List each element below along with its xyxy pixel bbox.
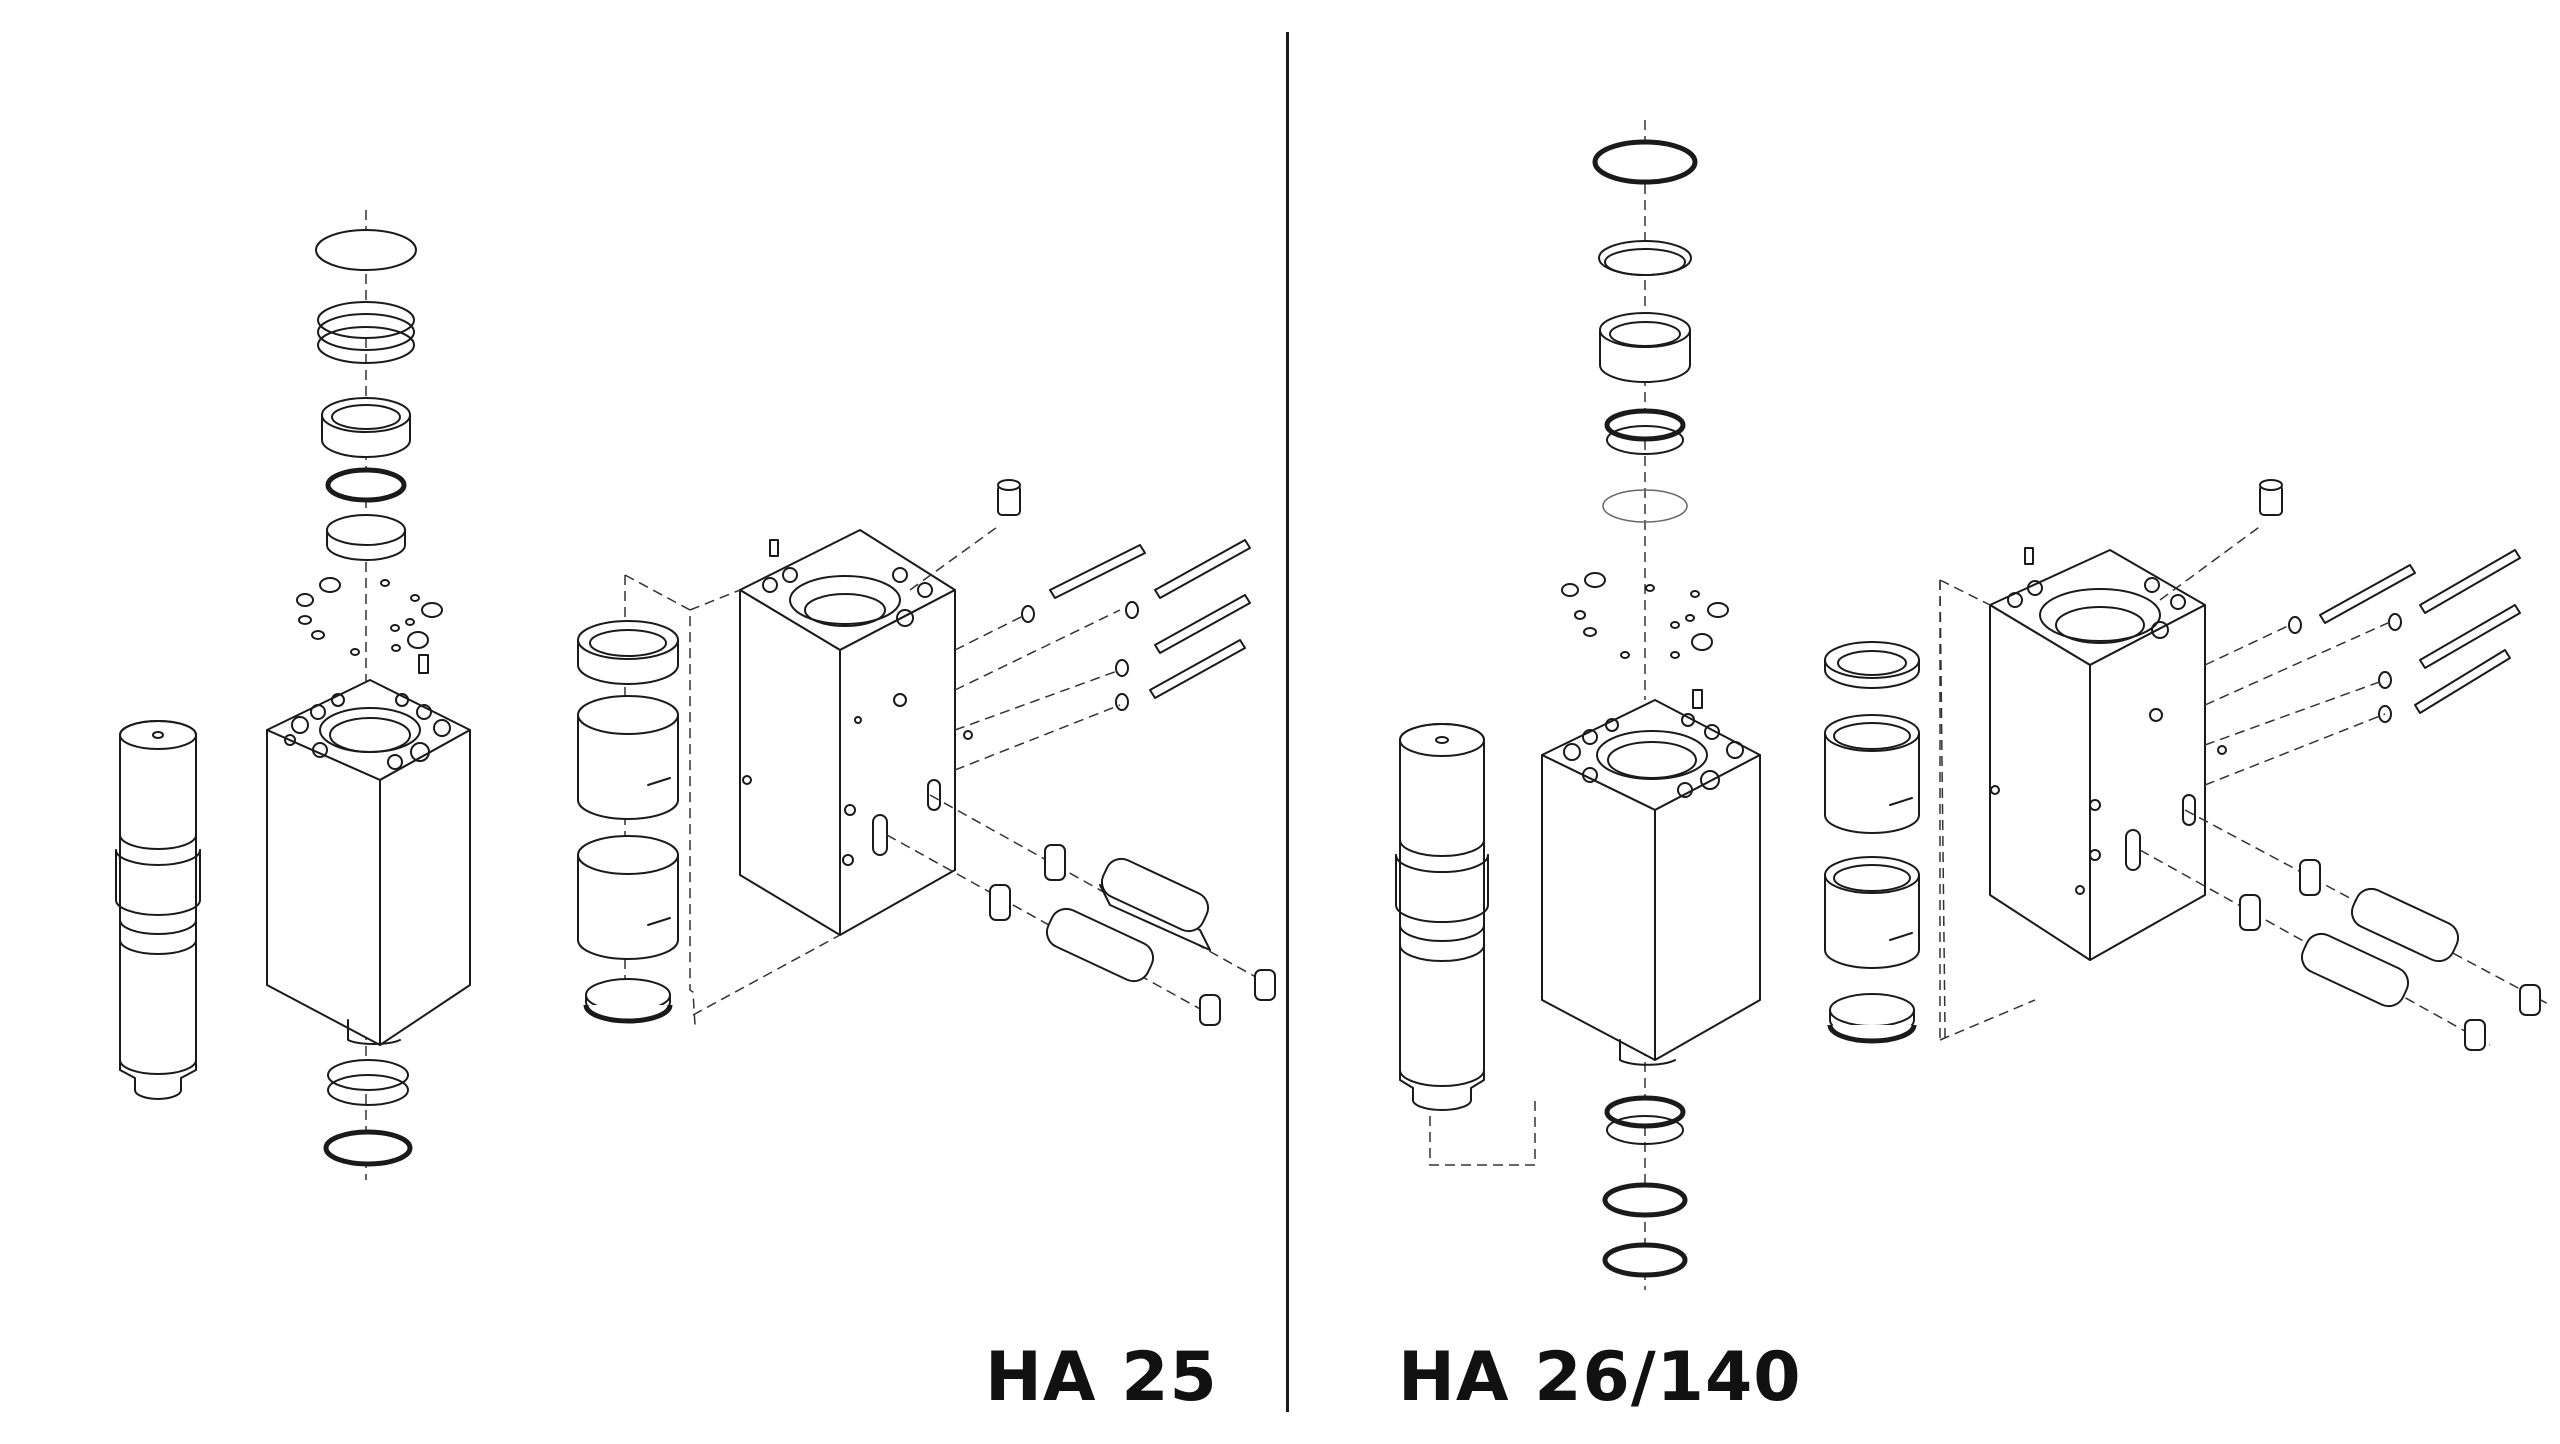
bolts [909, 479, 1251, 771]
sleeve-stack [577, 574, 696, 1026]
piston [115, 720, 201, 1100]
bolts [2159, 479, 2521, 786]
small-o-rings [1561, 572, 1729, 709]
ha26-140-exploded-drawing [1395, 120, 2551, 1290]
block-front-face [266, 729, 381, 1046]
retaining-keys [886, 794, 1276, 1026]
small-o-rings [296, 577, 443, 674]
top-seal-stack [315, 229, 417, 561]
seal-ring [315, 229, 417, 271]
bottom-seal-stack [323, 1059, 413, 1167]
ha25-exploded-drawing [115, 210, 1276, 1180]
piston [1395, 723, 1536, 1166]
model-label-ha26-140: HA 26/140 [1398, 1338, 1802, 1417]
dowel-pin [418, 654, 429, 674]
retaining-keys [2139, 809, 2551, 1051]
top-seal-stack [1592, 139, 1698, 523]
o-ring [325, 467, 407, 503]
valve-block [1939, 547, 2206, 961]
cylinder-block [1541, 699, 1761, 1066]
bottom-seal-stack [1602, 1095, 1688, 1278]
panel-ha26-140: HA 26/140 [1290, 0, 2560, 1440]
block-side-face [379, 729, 471, 1046]
model-label-ha25: HA 25 [985, 1338, 1218, 1417]
panel-ha25: HA 25 [115, 210, 1276, 1417]
sleeve-stack [1824, 579, 2036, 1044]
valve-block [689, 529, 956, 1016]
cylinder-block [266, 679, 471, 1046]
panel-divider [1286, 32, 1289, 1412]
